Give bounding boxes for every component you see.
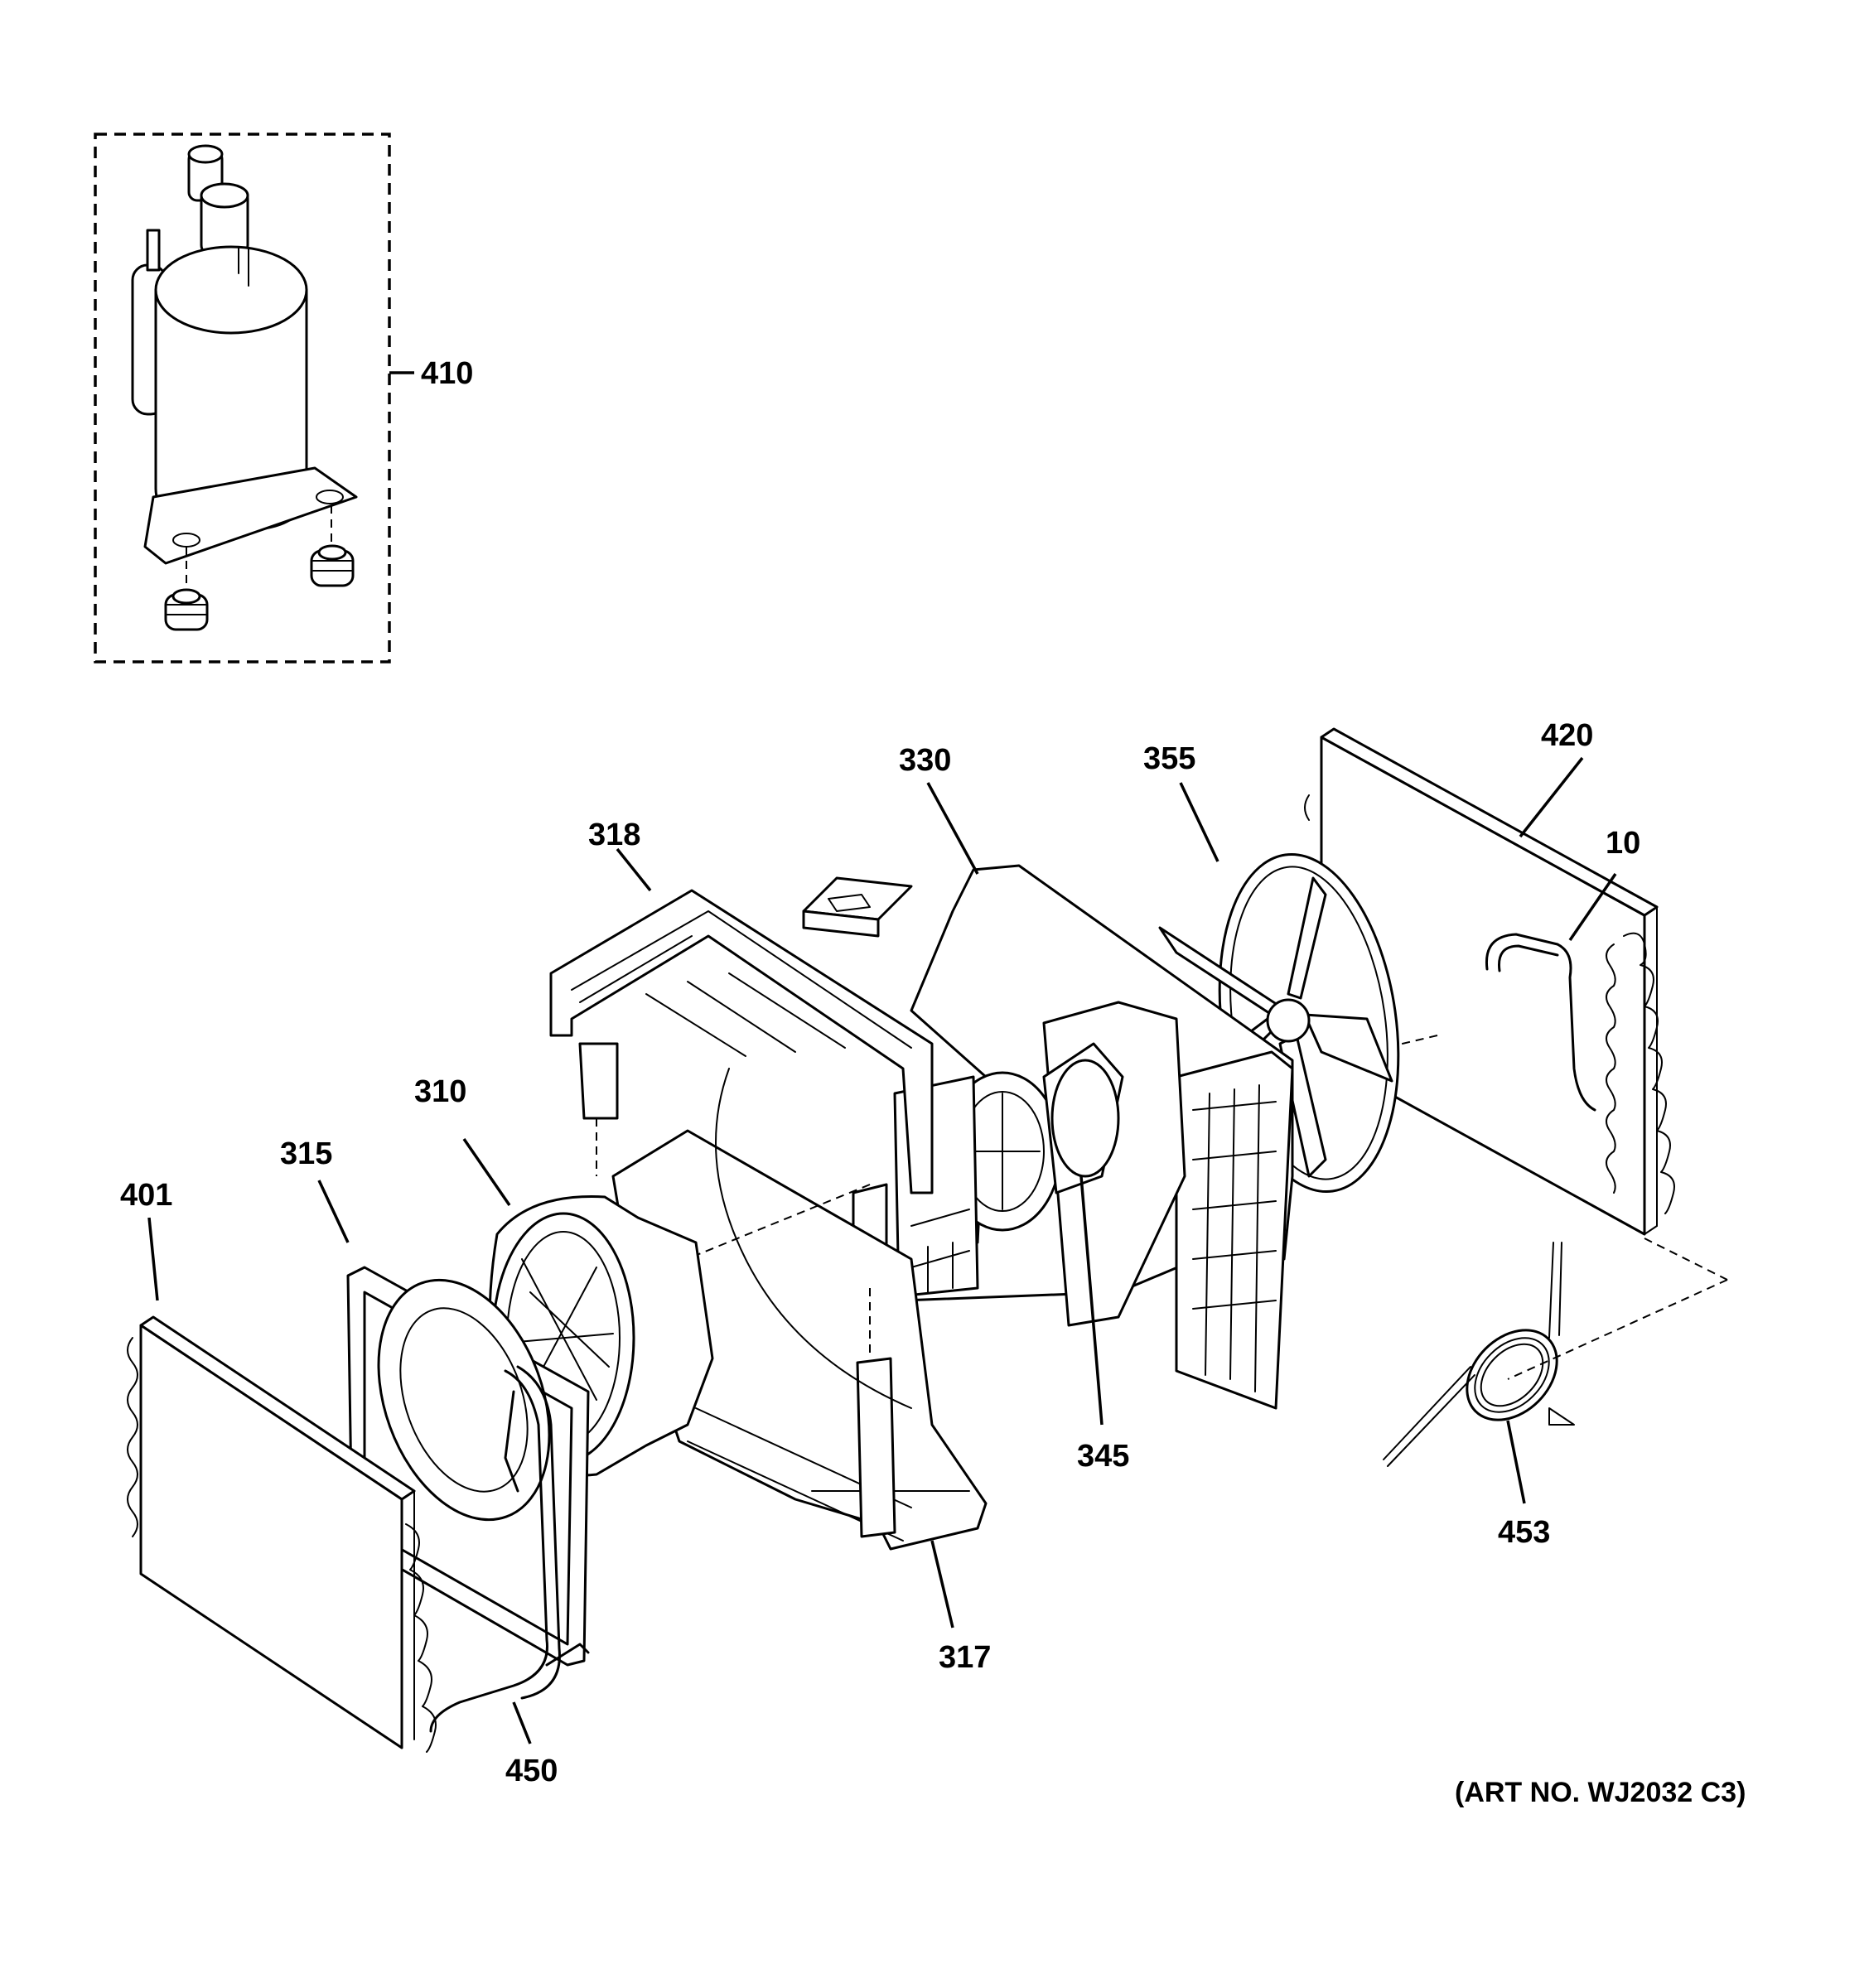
clip-part	[802, 876, 913, 938]
callout-10: 10	[1606, 826, 1640, 861]
callout-345: 345	[1077, 1439, 1129, 1474]
compressor-410: 410	[94, 133, 473, 663]
callout-410: 410	[421, 356, 473, 391]
callout-330: 330	[899, 743, 951, 778]
condenser-hairpins	[1606, 932, 1675, 1214]
grommet-right	[310, 544, 355, 587]
callout-450: 450	[505, 1754, 558, 1788]
callout-420: 420	[1541, 718, 1593, 753]
compressor-group-box	[94, 133, 391, 663]
shroud-330: 330 345	[893, 743, 1294, 1474]
tube-10	[1485, 933, 1596, 1112]
callout-453: 453	[1498, 1515, 1550, 1550]
tube-450	[429, 1365, 590, 1733]
capillary-453: 453	[1383, 1242, 1728, 1550]
callout-401: 401	[120, 1178, 172, 1213]
callout-355: 355	[1143, 741, 1195, 776]
callout-317: 317	[939, 1640, 991, 1675]
callout-310: 310	[414, 1074, 466, 1109]
art-number: (ART NO. WJ2032 C3)	[1455, 1777, 1746, 1808]
evaporator-401: 401 450	[120, 1178, 590, 1788]
callout-315: 315	[280, 1136, 332, 1171]
grommet-left	[164, 588, 209, 631]
condenser-420: 420 10	[1279, 718, 1728, 1281]
callout-318: 318	[588, 818, 640, 852]
base-housing-318: 318 317	[513, 818, 991, 1675]
